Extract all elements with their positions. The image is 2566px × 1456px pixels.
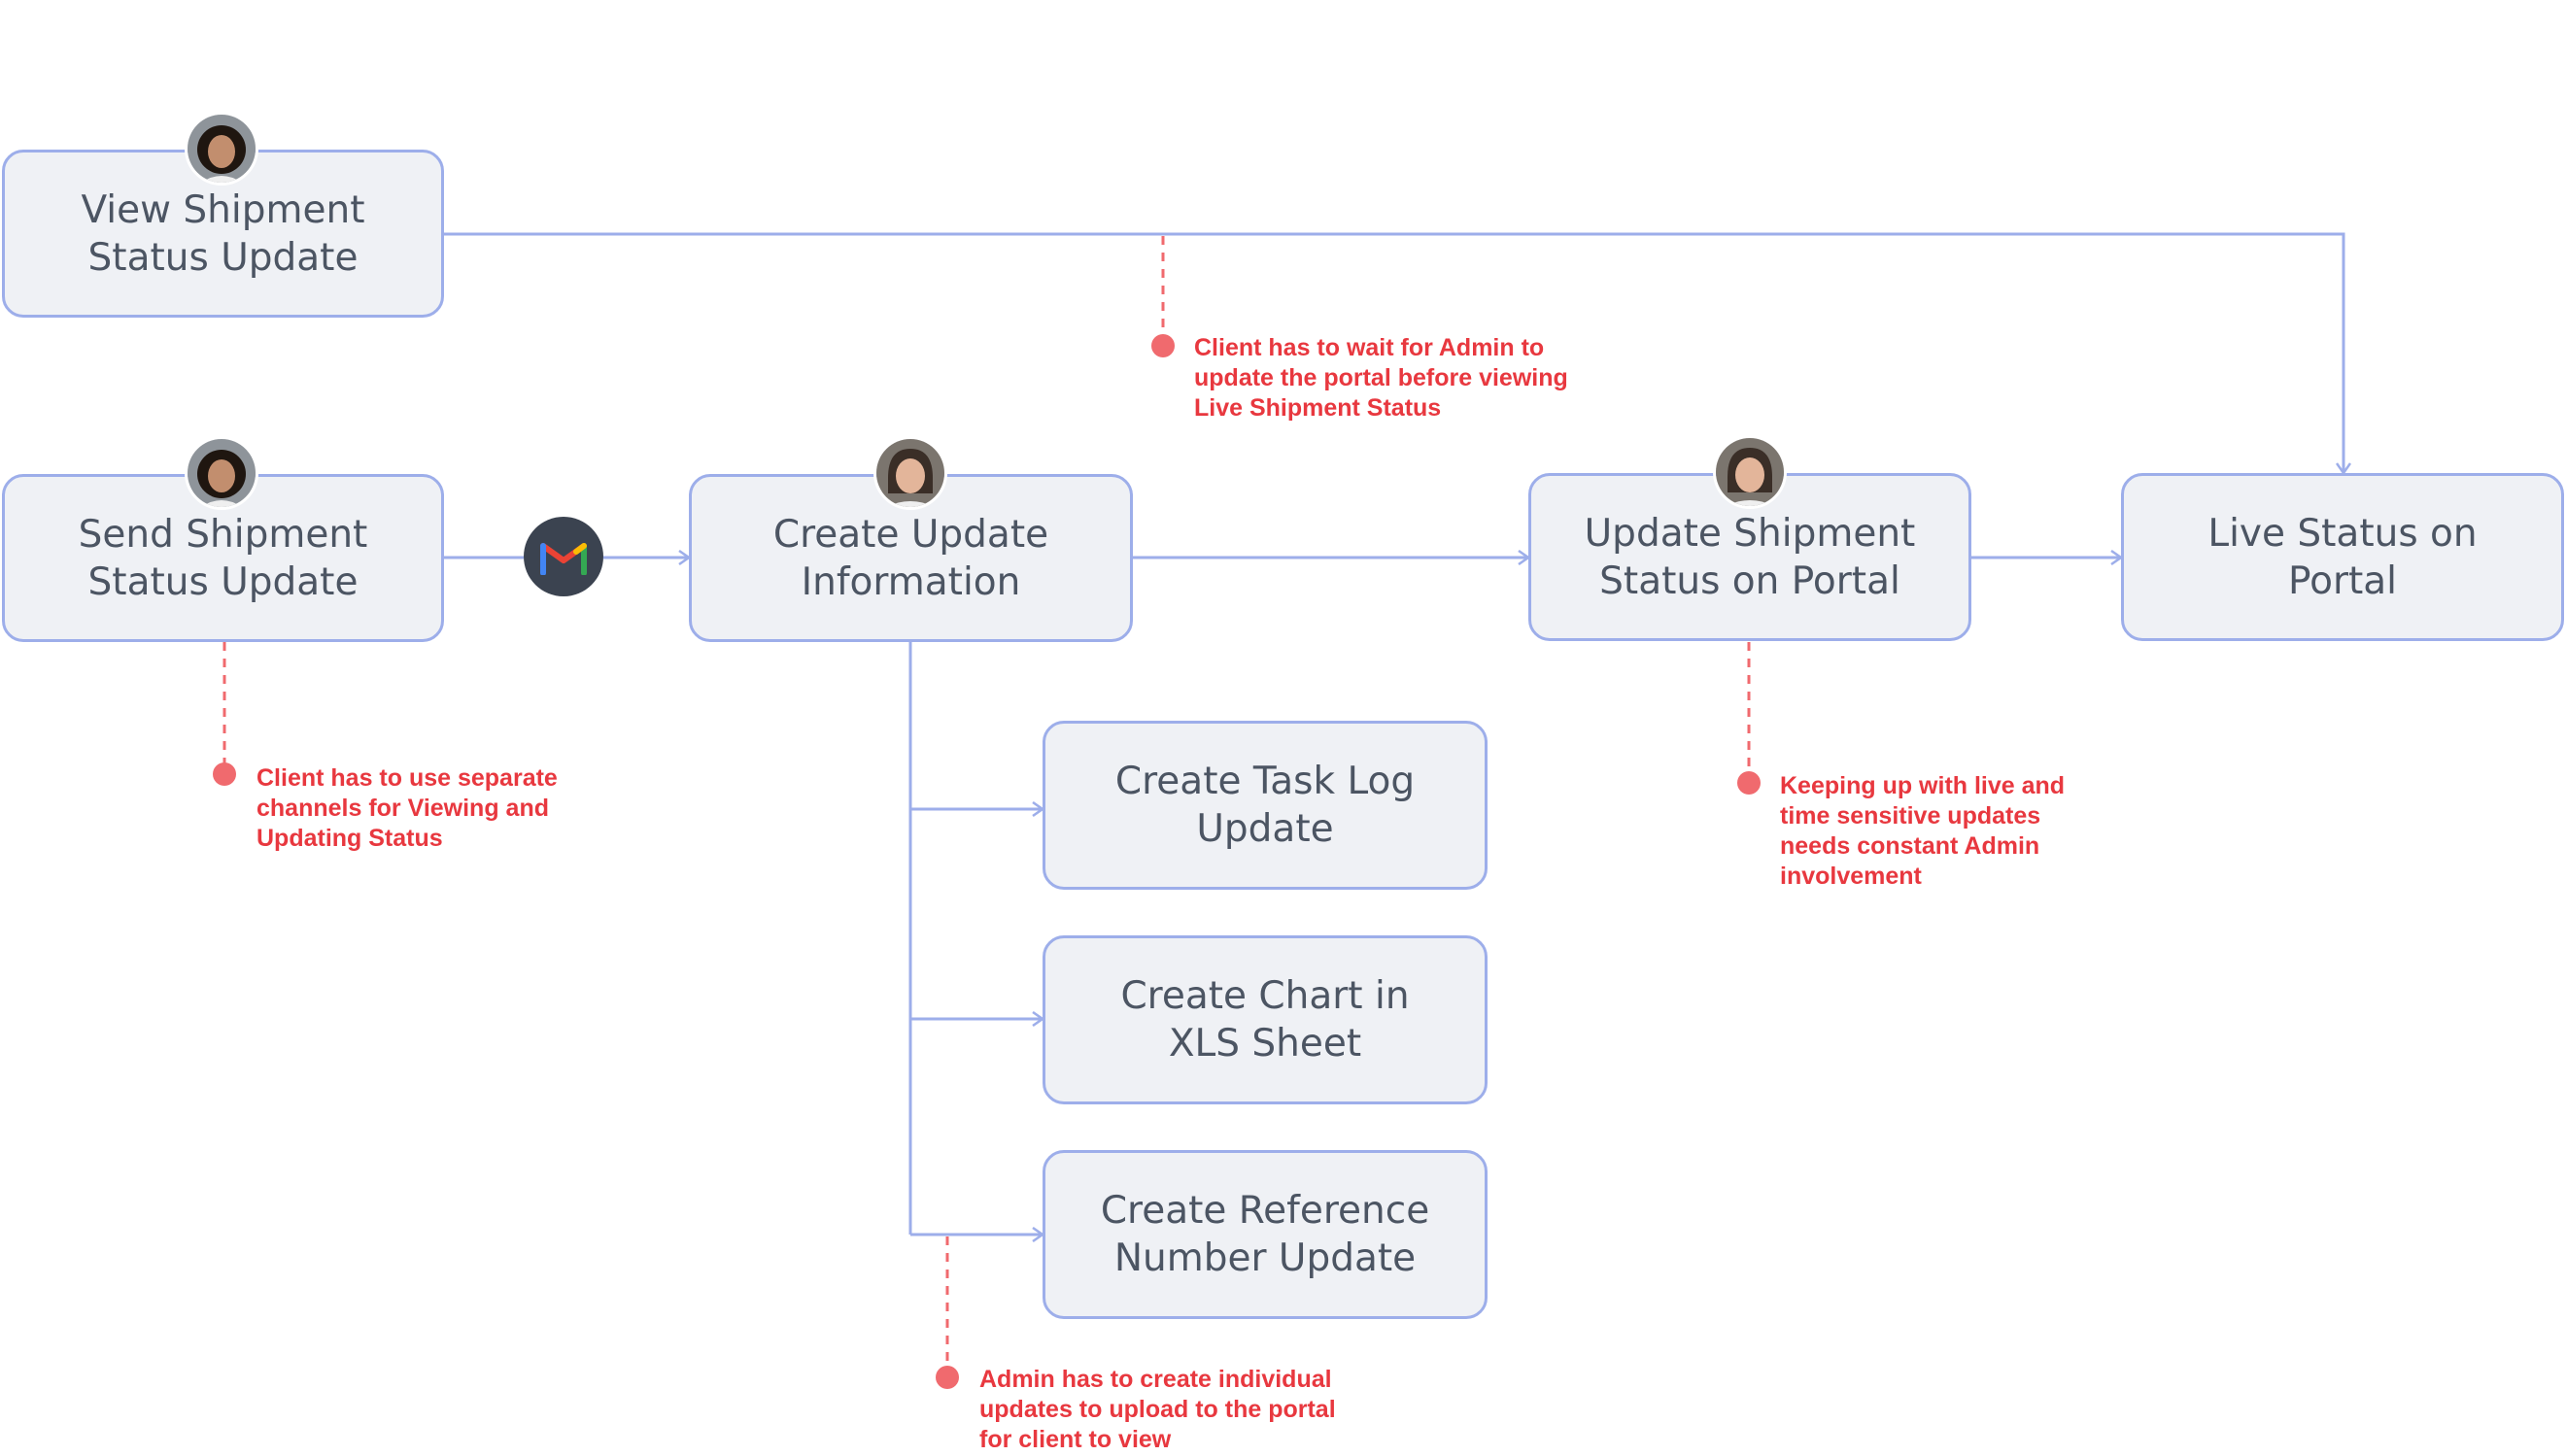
- admin-avatar-icon: [1713, 435, 1787, 509]
- connector-view-to-live: [444, 232, 2344, 473]
- node-reference-number: Create Reference Number Update: [1043, 1150, 1488, 1319]
- node-live-status: Live Status on Portal: [2121, 473, 2564, 641]
- node-task-log: Create Task Log Update: [1043, 721, 1488, 890]
- admin-avatar-icon: [873, 436, 947, 510]
- pain-dot-wait: [1151, 334, 1175, 357]
- node-chart-xls: Create Chart in XLS Sheet: [1043, 935, 1488, 1104]
- note-wait-for-admin: Client has to wait for Admin to update t…: [1194, 334, 1568, 422]
- client-avatar-icon: [185, 112, 258, 186]
- note-admin-involvement: Keeping up with live and time sensitive …: [1780, 772, 2066, 890]
- pain-dot-admin: [1737, 771, 1761, 795]
- node-update-shipment-portal: Update Shipment Status on Portal: [1528, 473, 1971, 641]
- gmail-icon: [524, 517, 603, 596]
- note-separate-channels: Client has to use separate channels for …: [257, 764, 558, 852]
- client-avatar-icon: [185, 436, 258, 510]
- node-send-shipment: Send Shipment Status Update: [2, 474, 444, 642]
- pain-dot-channels: [213, 762, 236, 786]
- pain-dot-individual: [936, 1366, 959, 1389]
- note-individual-updates: Admin has to create individual updates t…: [979, 1366, 1336, 1453]
